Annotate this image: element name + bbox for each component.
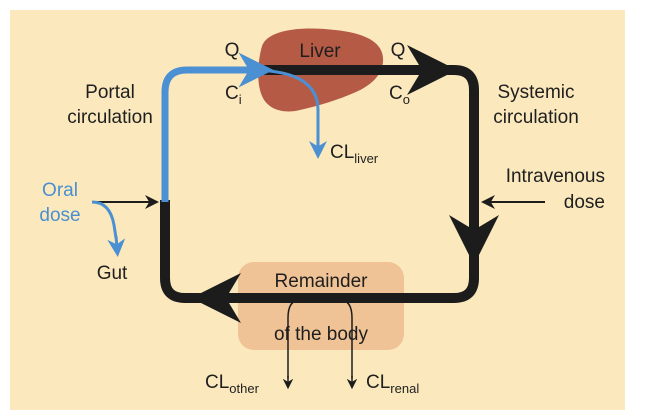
- gut-loss-path: [91, 200, 118, 239]
- remainder-label-line1: Remainder: [275, 271, 369, 292]
- intravenous-line2: dose: [564, 192, 605, 213]
- oral-dose-line1: Oral: [42, 180, 78, 201]
- systemic-label-line2: circulation: [493, 107, 579, 128]
- conc-in-label: Ci: [225, 83, 242, 107]
- cl-other-label: CLother: [205, 372, 260, 396]
- flow-out-label: Q: [391, 40, 406, 61]
- cl-renal-path: [339, 299, 353, 378]
- portal-label-line2: circulation: [67, 107, 153, 128]
- conc-out-label: Co: [389, 83, 410, 107]
- oral-dose-line2: dose: [39, 205, 80, 226]
- gut-label: Gut: [97, 263, 128, 284]
- systemic-label-line1: Systemic: [497, 82, 574, 103]
- intravenous-line1: Intravenous: [506, 166, 605, 187]
- cl-other-path: [287, 299, 301, 378]
- cl-liver-label: CLliver: [330, 142, 379, 166]
- liver-clearance-path: [249, 68, 320, 140]
- remainder-label-line2: of the body: [274, 324, 369, 345]
- portal-circulation-path: [161, 66, 248, 202]
- gut-loss-arrow: [107, 235, 126, 257]
- remainder-box: [238, 262, 404, 350]
- portal-label-line1: Portal: [85, 82, 135, 103]
- cl-renal-label: CLrenal: [366, 372, 419, 396]
- flow-in-label: Q: [225, 40, 240, 61]
- liver-label: Liver: [299, 41, 341, 62]
- systemic-circulation-loop: [160, 65, 479, 303]
